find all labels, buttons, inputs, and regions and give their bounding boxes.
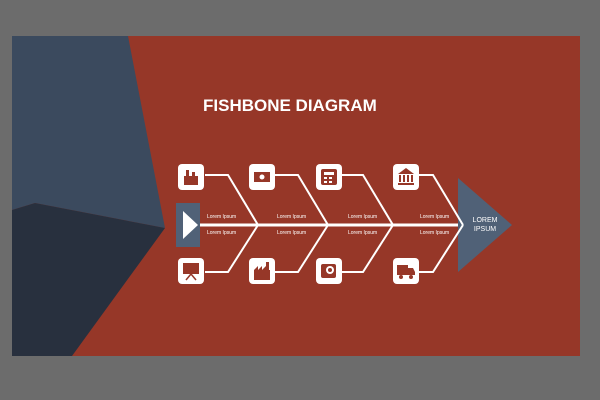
head-label-line1: LOREM xyxy=(473,217,498,224)
calculator-icon xyxy=(321,169,337,185)
slide-title: FISHBONE DIAGRAM xyxy=(203,96,377,115)
bone-group-3: Lorem Ipsum Lorem Ipsum xyxy=(340,174,394,273)
bone-top-line xyxy=(340,174,394,226)
truck-icon xyxy=(397,265,415,279)
globe-box-icon xyxy=(321,264,336,278)
head-label-line2: IPSUM xyxy=(474,226,496,233)
bottom-icon-tile-4 xyxy=(393,258,419,284)
bone-label-bottom: Lorem Ipsum xyxy=(348,230,377,236)
factory-icon xyxy=(254,262,270,280)
bone-label-top: Lorem Ipsum xyxy=(348,214,377,220)
top-icon-tile-4 xyxy=(393,164,419,190)
bone-bottom-line xyxy=(340,224,394,273)
bone-label-top: Lorem Ipsum xyxy=(207,214,236,220)
fishbone-tail xyxy=(176,203,200,247)
top-icon-tile-2 xyxy=(249,164,275,190)
bone-label-bottom: Lorem Ipsum xyxy=(207,230,236,236)
bone-top-line xyxy=(205,174,259,226)
cash-icon xyxy=(254,172,270,182)
top-icon-tile-3 xyxy=(316,164,342,190)
bone-label-bottom: Lorem Ipsum xyxy=(420,230,449,236)
bone-label-top: Lorem Ipsum xyxy=(277,214,306,220)
bone-group-2: Lorem Ipsum Lorem Ipsum xyxy=(275,174,329,273)
decor-shape-lower xyxy=(12,203,165,356)
bone-label-bottom: Lorem Ipsum xyxy=(277,230,306,236)
bone-bottom-line xyxy=(275,224,329,273)
bone-group-1: Lorem Ipsum Lorem Ipsum xyxy=(205,174,259,273)
bottom-icon-tile-1 xyxy=(178,258,204,284)
bottom-icon-tile-3 xyxy=(316,258,342,284)
bone-top-line xyxy=(275,174,329,226)
building-icon xyxy=(184,170,198,185)
bank-icon xyxy=(398,168,414,185)
presentation-board-icon xyxy=(183,263,199,281)
bone-label-top: Lorem Ipsum xyxy=(420,214,449,220)
bottom-icon-tile-2 xyxy=(249,258,275,284)
fishbone-head: LOREM IPSUM xyxy=(458,178,512,272)
bone-bottom-line xyxy=(205,224,259,273)
top-icon-tile-1 xyxy=(178,164,204,190)
decor-shape-upper xyxy=(12,36,165,228)
